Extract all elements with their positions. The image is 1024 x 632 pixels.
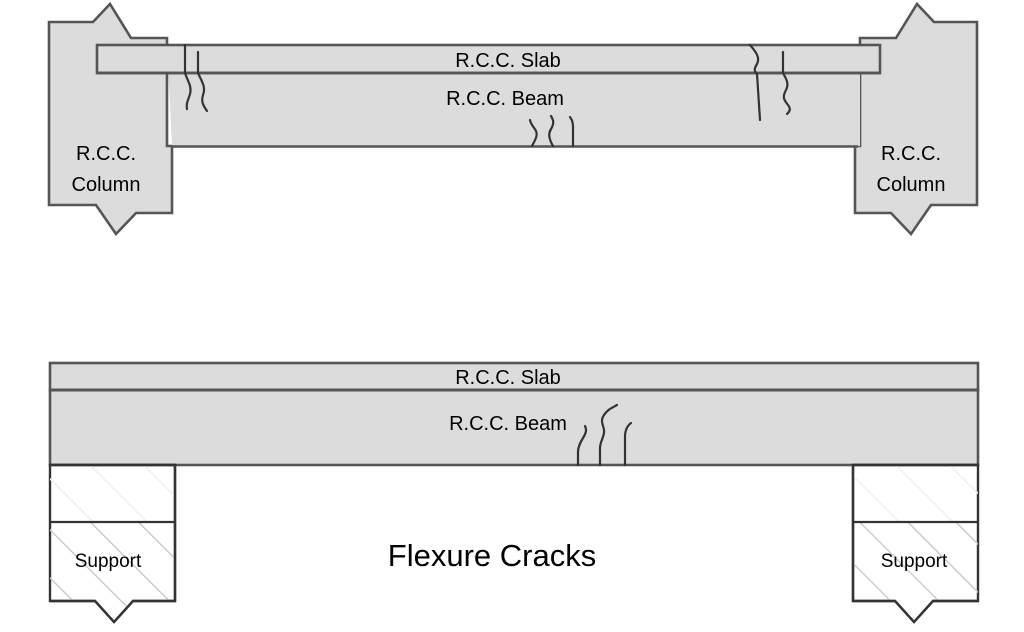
lower-beam-label: R.C.C. Beam — [449, 413, 567, 435]
right-column-label-line1: R.C.C. — [881, 143, 941, 165]
right-support-outline — [851, 463, 978, 624]
left-support-outline — [50, 463, 177, 624]
right-support-lower-hatch — [853, 522, 978, 622]
left-support: Support — [48, 463, 177, 624]
crack-group-left-support — [183, 43, 209, 113]
upper-beam-label: R.C.C. Beam — [446, 88, 564, 110]
right-support: Support — [851, 463, 980, 624]
left-column-label-line2: Column — [72, 174, 141, 196]
left-column-label-line1: R.C.C. — [76, 143, 136, 165]
lower-slab-shape — [48, 361, 980, 392]
left-column-shape — [47, 1, 174, 237]
left-support-upper-hatch — [50, 465, 175, 522]
left-support-label: Support — [75, 551, 142, 572]
lower-simply-supported-diagram: Support Support R.C.C. Slab R.C.C. Beam — [48, 361, 980, 624]
right-support-label: Support — [881, 551, 948, 572]
right-column-label-line2: Column — [877, 174, 946, 196]
lower-slab-label: R.C.C. Slab — [455, 367, 561, 389]
upper-frame-diagram: R.C.C. Slab R.C.C. Beam R.C.C. Column R.… — [47, 1, 979, 237]
left-support-lower-hatch — [50, 522, 175, 622]
upper-slab-label: R.C.C. Slab — [455, 50, 561, 72]
figure-title: Flexure Cracks — [388, 538, 596, 573]
crack-group-lower-midspan — [576, 403, 633, 467]
crack-group-upper-midspan — [528, 114, 575, 148]
crack-group-right-support — [748, 43, 791, 122]
upper-slab-shape — [95, 43, 882, 75]
right-column-shape — [853, 1, 979, 237]
right-support-upper-hatch — [853, 465, 978, 522]
